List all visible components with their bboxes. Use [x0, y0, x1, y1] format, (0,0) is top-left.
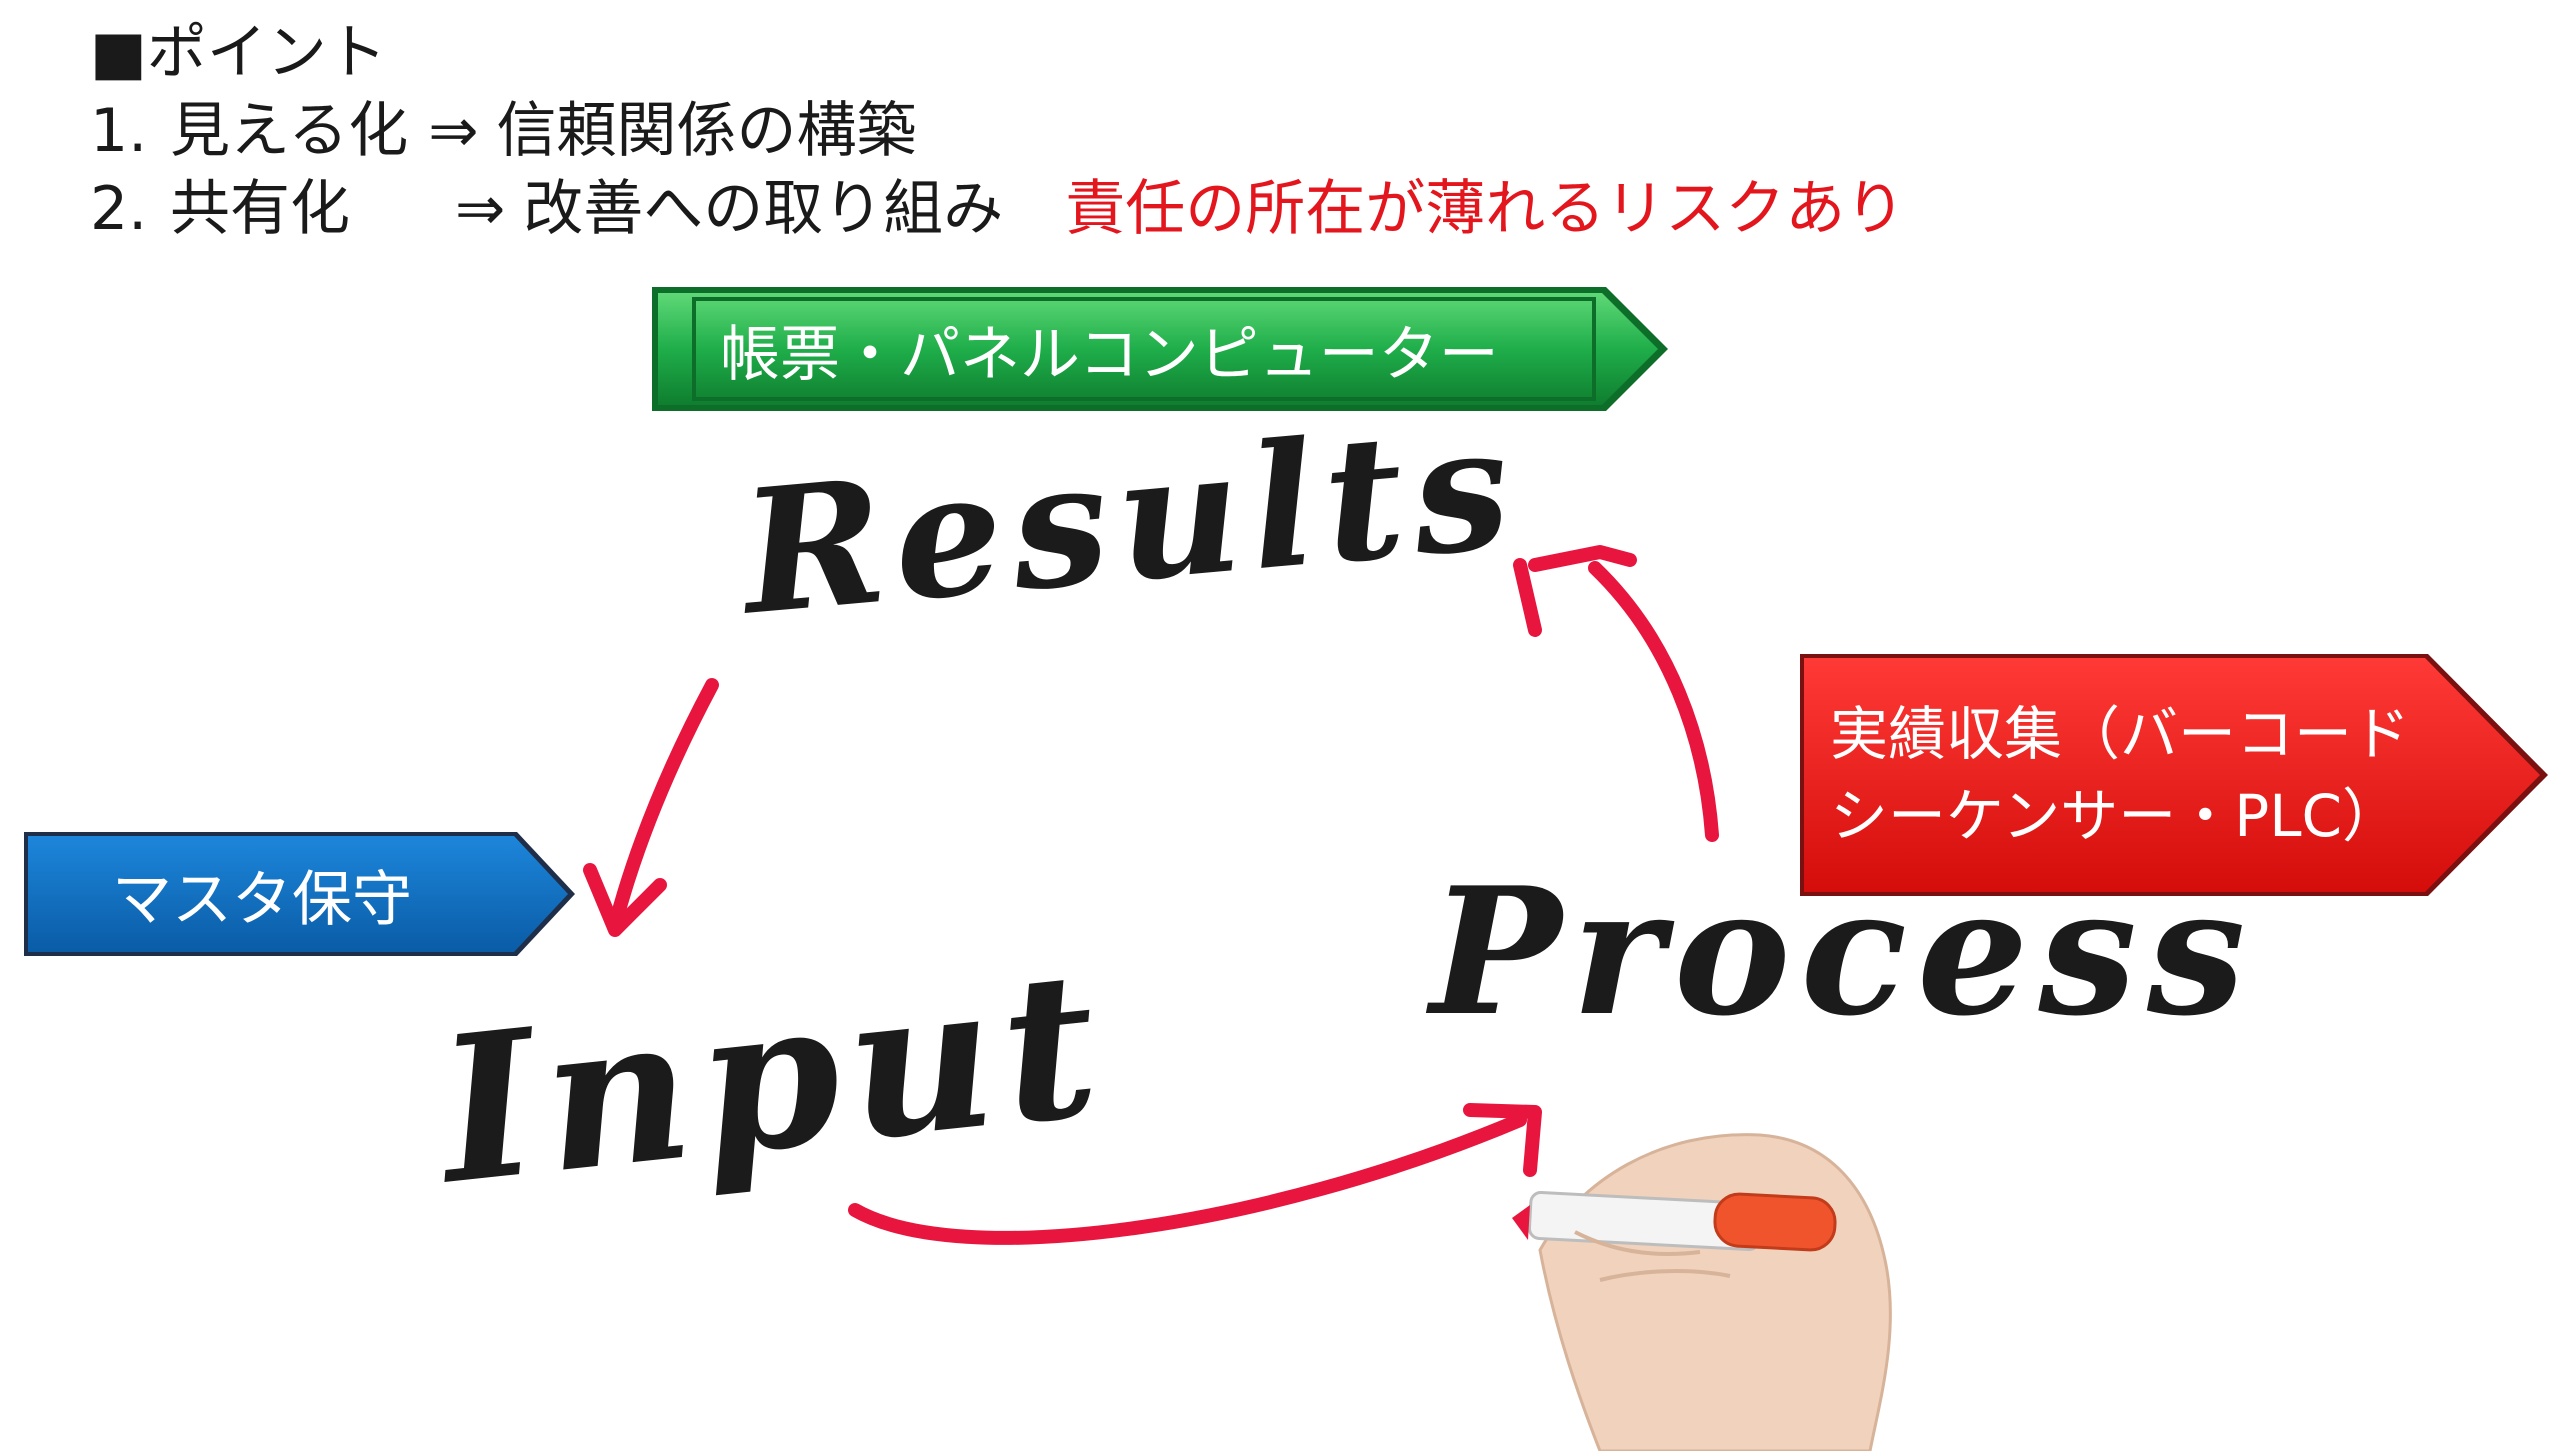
- process-banner-line-2: シーケンサー・PLC）: [1830, 782, 2401, 850]
- results-banner-label: 帳票・パネルコンピューター: [720, 319, 1499, 390]
- points-header: ■ポイント: [90, 18, 387, 88]
- process-banner: 実績収集（バーコード シーケンサー・PLC）: [1798, 652, 2550, 898]
- input-banner-label: マスタ保守: [112, 864, 412, 935]
- points-block: ■ポイント 1.見える化⇒信頼関係の構築 2.共有化⇒改善への取り組み責任の所在…: [90, 14, 1905, 248]
- point-number: 2.: [90, 174, 148, 244]
- point-number: 1.: [90, 96, 148, 166]
- arrowhead-results: [1513, 545, 1637, 637]
- point-row-2: 2. 共有化 ⇒改善への取り組み責任の所在が薄れるリスクあり: [90, 170, 1905, 248]
- risk-note: 責任の所在が薄れるリスクあり: [1065, 174, 1906, 244]
- process-banner-line-1: 実績収集（バーコード: [1830, 700, 2411, 768]
- arrow-process-to-results: [1588, 561, 1719, 842]
- arrowhead-input: [583, 863, 667, 937]
- cycle-label-process: Process: [1430, 850, 2256, 1055]
- arrow-input-to-process: [848, 1113, 1527, 1245]
- point-label: 見える化: [170, 96, 409, 166]
- point-result: 改善への取り組み: [523, 174, 1004, 244]
- arrowhead-process: [1463, 1103, 1542, 1177]
- point-row-1: 1. 見える化 ⇒信頼関係の構築: [90, 92, 1905, 170]
- implies-arrow: ⇒: [428, 96, 479, 166]
- input-banner: マスタ保守: [22, 830, 577, 958]
- arrow-results-to-input: [608, 678, 719, 932]
- implies-arrow: ⇒: [455, 174, 506, 244]
- point-result: 信頼関係の構築: [496, 96, 917, 166]
- point-label: 共有化: [170, 174, 350, 244]
- hand-holding-marker-icon: [1512, 1133, 1892, 1451]
- red-pentagon-shape: [1800, 654, 2548, 896]
- blue-pentagon-shape: [24, 832, 575, 956]
- green-pentagon-shape: [652, 287, 1668, 411]
- results-banner: 帳票・パネルコンピューター: [650, 285, 1670, 413]
- process-banner-text: 実績収集（バーコード シーケンサー・PLC）: [1798, 693, 2410, 857]
